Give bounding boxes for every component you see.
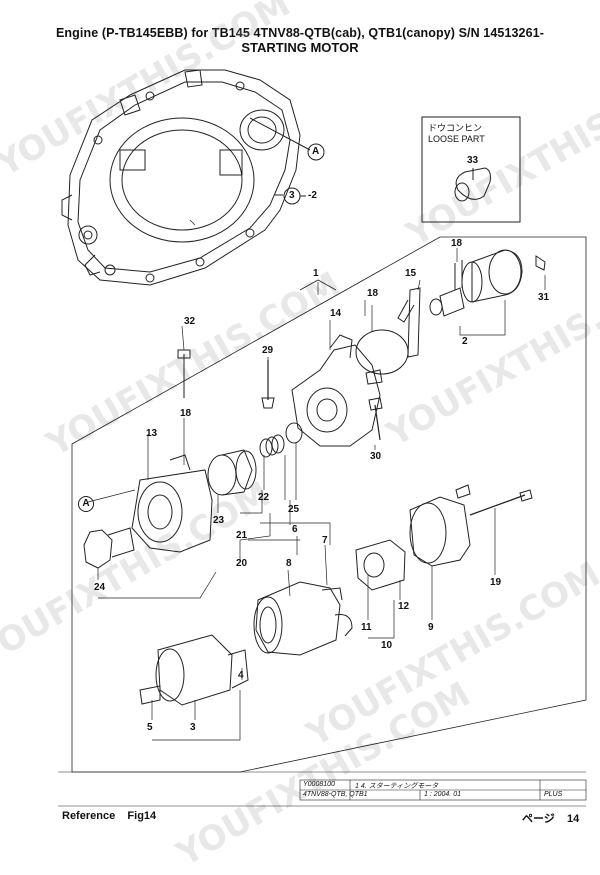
callout-3-label: 3 bbox=[289, 190, 295, 201]
label-3: 3 bbox=[190, 722, 196, 733]
cap-33-part bbox=[454, 167, 491, 202]
label-9: 9 bbox=[428, 622, 434, 633]
title-block bbox=[58, 771, 587, 807]
label-15: 15 bbox=[405, 268, 417, 279]
loose-part-box bbox=[421, 116, 521, 223]
label-5: 5 bbox=[147, 722, 153, 733]
label-10: 10 bbox=[381, 640, 393, 651]
loose-part-title-en: LOOSE PART bbox=[428, 134, 485, 144]
label-14: 14 bbox=[330, 308, 342, 319]
label-2: 2 bbox=[462, 336, 468, 347]
label-24: 24 bbox=[94, 582, 106, 593]
brush-holder-10 bbox=[355, 539, 406, 591]
label-18c: 18 bbox=[180, 408, 192, 419]
callout-a bbox=[307, 143, 325, 161]
label-25: 25 bbox=[288, 504, 300, 515]
gear-case-14 bbox=[291, 334, 381, 447]
title-block-section: 1 4. スターティングモータ bbox=[355, 783, 439, 790]
front-housing-13 bbox=[131, 454, 213, 553]
spring-22 bbox=[259, 434, 285, 458]
label-7: 7 bbox=[322, 535, 328, 546]
flywheel-housing bbox=[61, 69, 311, 286]
page-title: Engine (P-TB145EBB) for TB145 4TNV88-QTB… bbox=[56, 26, 544, 40]
label-1: 1 bbox=[313, 268, 319, 279]
label-3-suffix: -2 bbox=[308, 190, 317, 201]
footer-page: ページ 14 bbox=[522, 813, 580, 825]
callout-a-label: A bbox=[312, 146, 320, 157]
loose-part-title-jp: ドウコンヒン bbox=[428, 123, 483, 133]
callout-a2-label: A bbox=[78, 496, 94, 512]
lever-15 bbox=[397, 287, 421, 358]
pinion-gear-24 bbox=[83, 527, 135, 569]
parts-diagram bbox=[58, 69, 587, 807]
through-bolt-19 bbox=[469, 494, 526, 516]
label-19: 19 bbox=[490, 577, 502, 588]
rear-cover-9 bbox=[409, 496, 471, 567]
clutch-20 bbox=[207, 449, 257, 496]
label-31: 31 bbox=[538, 292, 550, 303]
armature-3 bbox=[139, 634, 249, 706]
label-21: 21 bbox=[236, 530, 248, 541]
gasket-18 bbox=[355, 329, 409, 375]
title-block-model: 4TNV88-QTB, QTB1 bbox=[303, 791, 368, 798]
label-18a: 18 bbox=[451, 238, 463, 249]
label-11: 11 bbox=[361, 622, 372, 633]
label-6: 6 bbox=[292, 524, 298, 535]
label-29: 29 bbox=[262, 345, 274, 356]
ring-25 bbox=[285, 422, 303, 444]
label-4: 4 bbox=[238, 670, 244, 681]
magnetic-switch bbox=[429, 249, 546, 317]
label-23: 23 bbox=[213, 515, 225, 526]
label-20: 20 bbox=[236, 558, 248, 569]
label-32: 32 bbox=[184, 316, 196, 327]
title-block-code: Y0008100 bbox=[303, 781, 335, 788]
title-block-date: 1 : 2004. 01 bbox=[424, 791, 461, 798]
label-13: 13 bbox=[146, 428, 158, 439]
label-8: 8 bbox=[286, 558, 292, 569]
yoke-6 bbox=[253, 581, 353, 656]
title-block-rev: PLUS bbox=[544, 791, 563, 798]
label-12: 12 bbox=[398, 601, 410, 612]
label-22: 22 bbox=[258, 492, 270, 503]
footer-reference: Reference Fig14 bbox=[62, 810, 157, 822]
page-subtitle: STARTING MOTOR bbox=[241, 40, 359, 55]
label-30: 30 bbox=[370, 451, 382, 462]
label-33: 33 bbox=[467, 155, 479, 166]
label-18b: 18 bbox=[367, 288, 379, 299]
